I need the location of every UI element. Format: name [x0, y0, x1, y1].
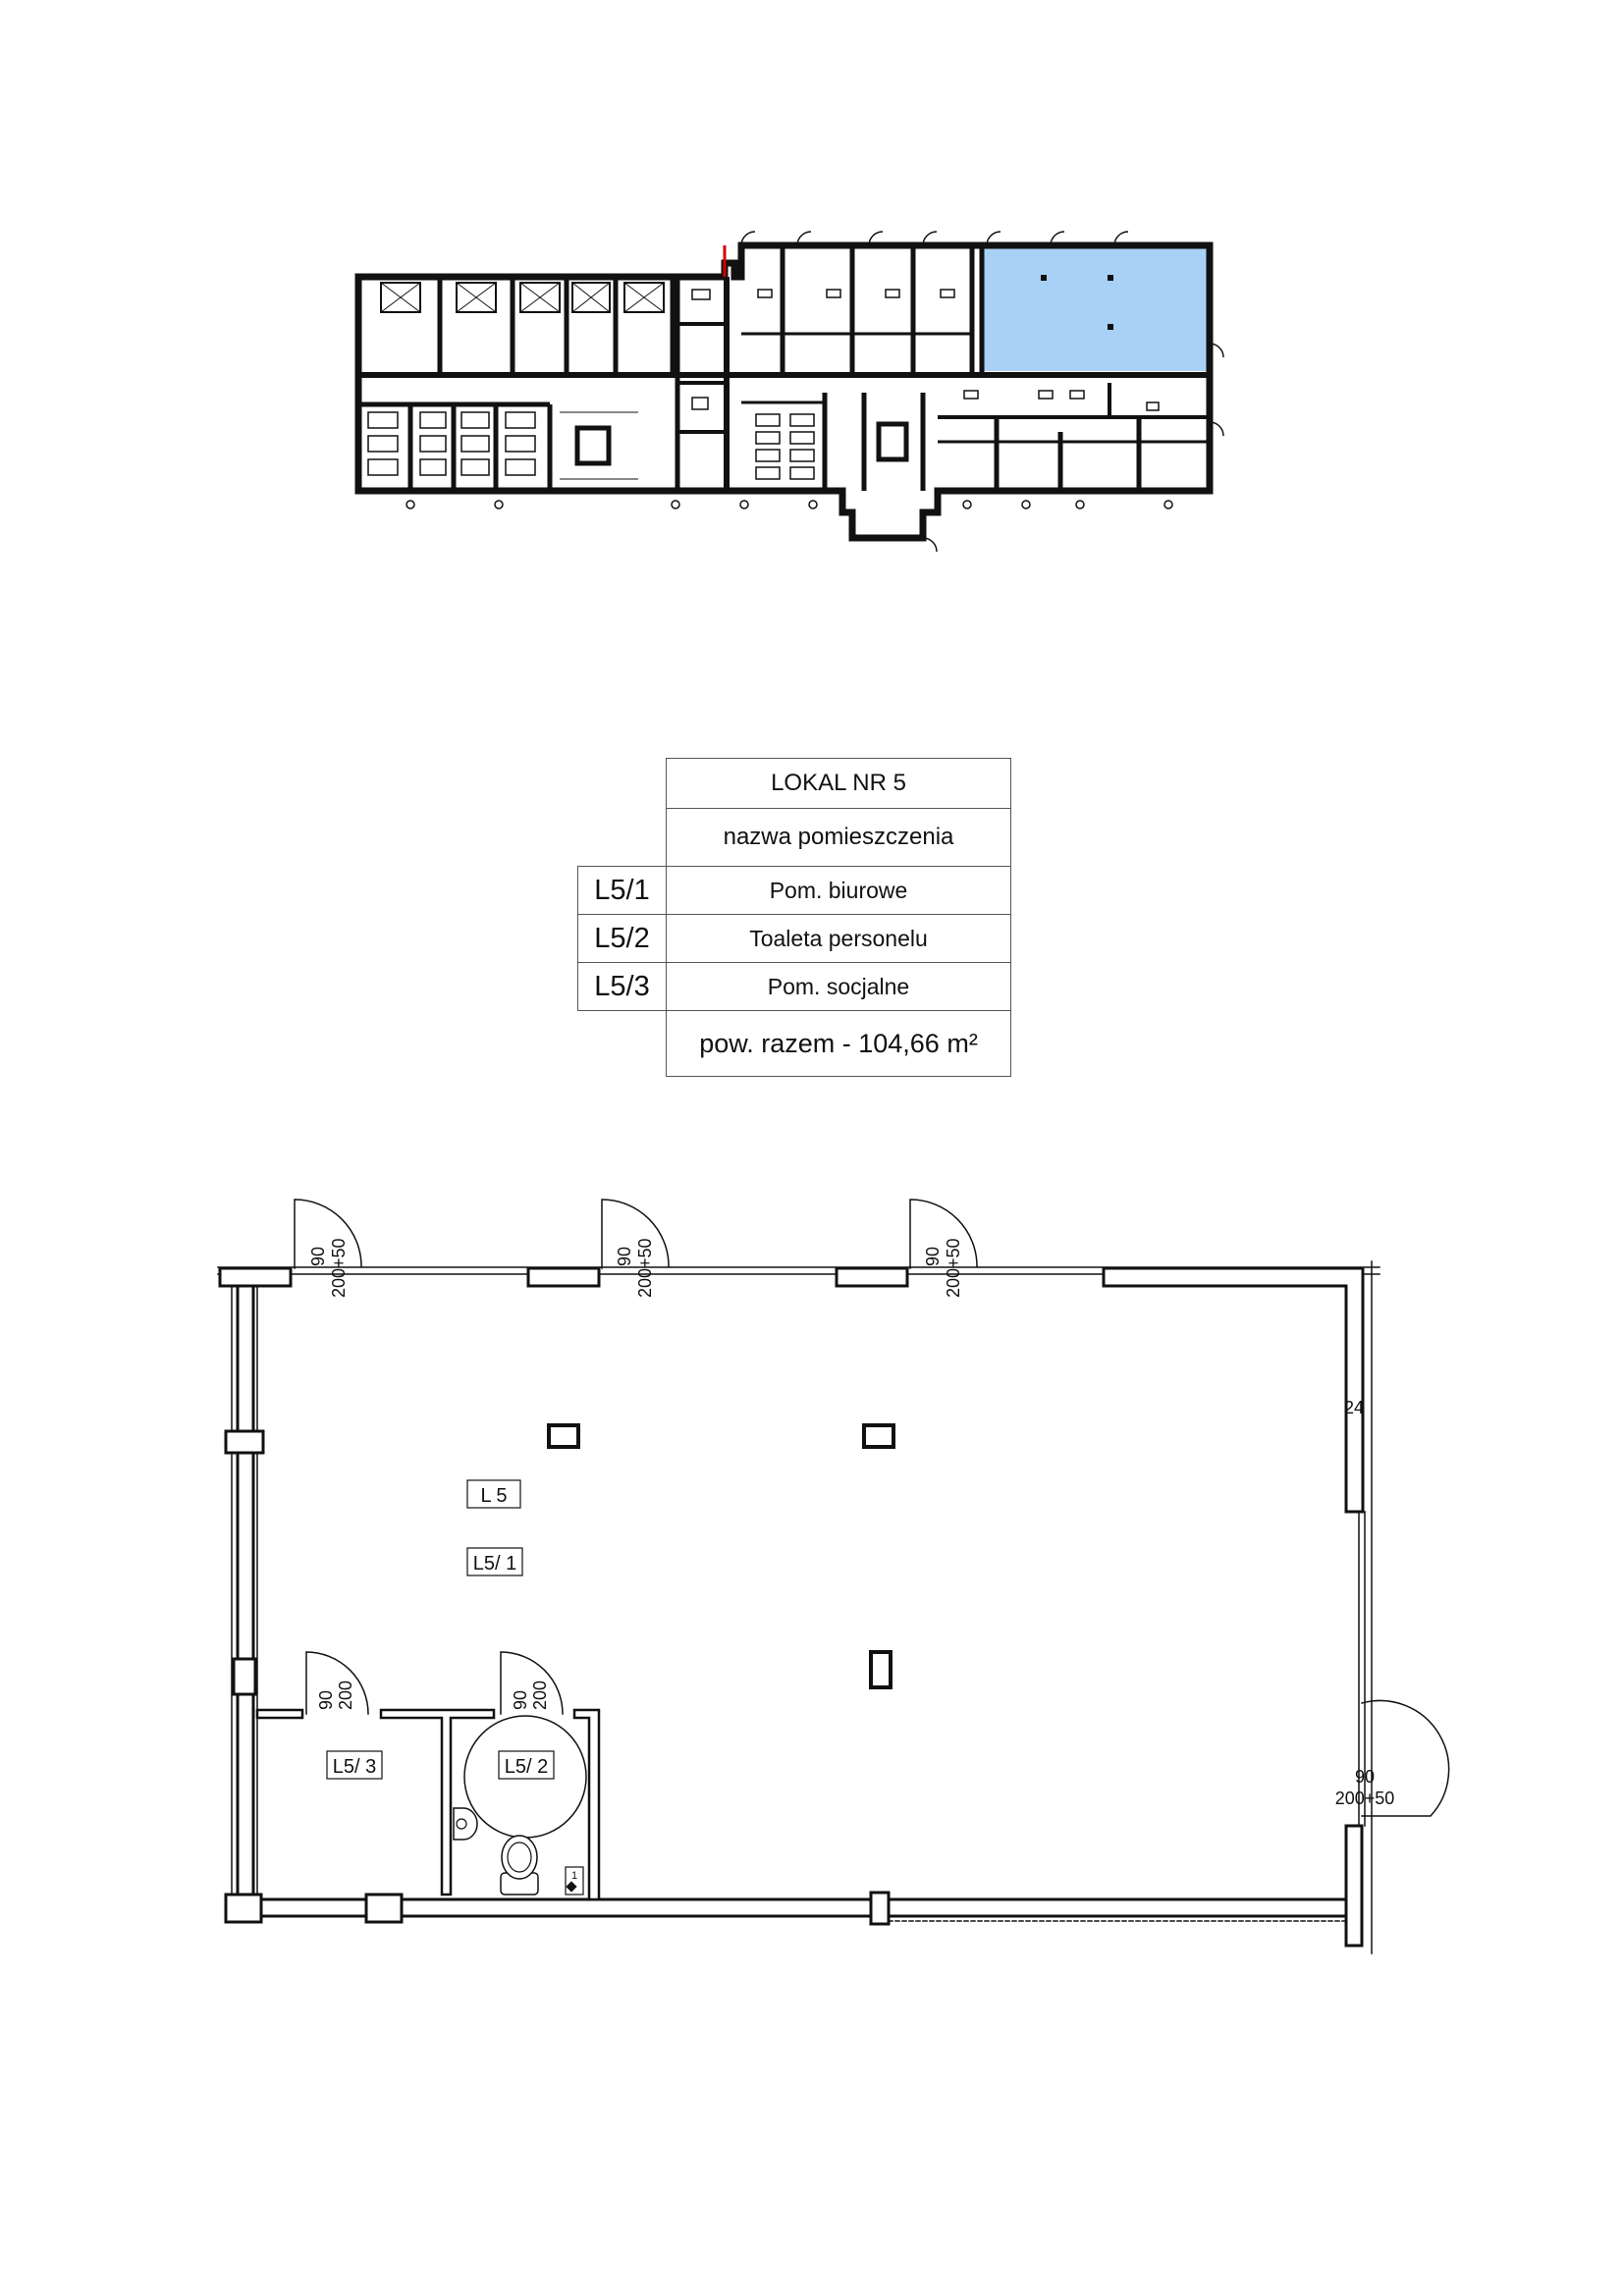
legend-column-header: nazwa pomieszczenia — [666, 808, 1011, 867]
door-dim-height: 200 — [530, 1681, 550, 1710]
room-label-l5-3: L5/ 3 — [333, 1756, 376, 1778]
door-dim-width: 90 — [923, 1247, 943, 1266]
legend-row-name: Pom. socjalne — [666, 962, 1011, 1011]
wall-thickness-dim: 24 — [1344, 1398, 1364, 1417]
door-dim-height: 200+50 — [1335, 1789, 1395, 1808]
legend-row-name: Toaleta personelu — [666, 914, 1011, 963]
wall-pier — [835, 1266, 909, 1288]
legend-title: LOKAL NR 5 — [666, 758, 1011, 809]
room-legend-table: LOKAL NR 5 nazwa pomieszczenia L5/1 Pom.… — [575, 758, 1011, 1077]
column — [869, 1650, 893, 1689]
door-dim-width: 90 — [316, 1690, 336, 1710]
turning-circle — [463, 1715, 587, 1839]
fixture-tag — [565, 1866, 584, 1896]
wall-pier — [218, 1266, 293, 1288]
overview-highlight-l5 — [982, 247, 1210, 371]
wall-pier — [364, 1893, 404, 1924]
door-dim-width: 90 — [615, 1247, 634, 1266]
door-dim-height: 200 — [336, 1681, 355, 1710]
wall-pier — [1344, 1824, 1364, 1948]
legend-row-name: Pom. biurowe — [666, 866, 1011, 915]
door-dim-height: 200+50 — [944, 1238, 963, 1298]
wall-pier — [232, 1657, 257, 1696]
room-label-l5-1: L5/ 1 — [473, 1553, 516, 1575]
legend-total-area: pow. razem - 104,66 m² — [666, 1010, 1011, 1077]
door-dim-width: 90 — [308, 1247, 328, 1266]
legend-row-code: L5/3 — [577, 962, 667, 1011]
door-dim-height: 200+50 — [329, 1238, 349, 1298]
room-label-l5-2: L5/ 2 — [505, 1756, 548, 1778]
door-dim-height: 200+50 — [635, 1238, 655, 1298]
unit-label: L 5 — [480, 1485, 507, 1507]
door-dim-width: 90 — [1355, 1767, 1375, 1787]
wall-pier — [526, 1266, 601, 1288]
wall-pier — [869, 1891, 891, 1926]
legend-row-code: L5/2 — [577, 914, 667, 963]
wall-pier — [224, 1893, 263, 1924]
sink-icon — [453, 1807, 478, 1841]
door-dim-width: 90 — [511, 1690, 530, 1710]
legend-row-code: L5/1 — [577, 866, 667, 915]
wall-pier — [224, 1429, 265, 1455]
building-overview-plan — [354, 231, 1224, 553]
column — [547, 1423, 580, 1449]
wall-corner — [1102, 1266, 1365, 1514]
fixture-tag-number: 1 — [571, 1870, 577, 1882]
toilet-icon — [500, 1872, 539, 1896]
column — [862, 1423, 895, 1449]
